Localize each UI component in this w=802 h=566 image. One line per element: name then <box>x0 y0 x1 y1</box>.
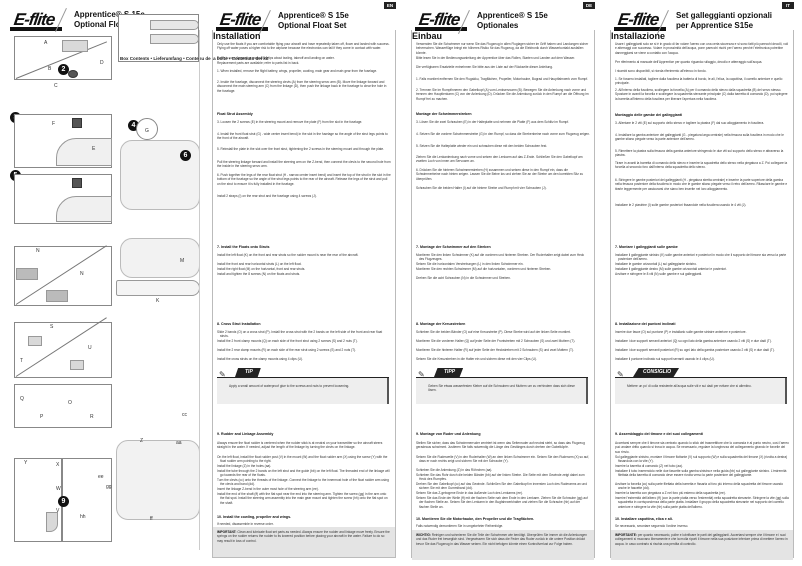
step-2-badge: 2 <box>58 64 69 75</box>
step-9-badge: 9 <box>58 496 69 507</box>
servo-icon <box>62 40 88 52</box>
subsection-title: 8. Montage der Kreuzstreben <box>416 322 466 326</box>
important-note: WICHTIG: Reinigen und schmieren Sie die … <box>412 530 594 560</box>
rudder-icon <box>46 512 58 532</box>
cross-strut-frame <box>14 384 112 428</box>
eflite-logo: E-flite <box>614 10 668 32</box>
subsection-title: 9. Montage von Ruder und Anlenkung <box>416 432 481 436</box>
box-contents-caption: Box Contents • Lieferumfang • Contenu de… <box>120 56 269 61</box>
rudder-linkage-drawing <box>116 440 200 520</box>
illustration-panel: E-flite Apprentice® S 15e Optional Float… <box>0 0 268 566</box>
tip-icon: ✎ <box>219 370 226 379</box>
important-note: IMPORTANT: Clean and lubricate float set… <box>213 527 395 557</box>
subsection-title: 8. Installazione dei puntoni inclinati <box>615 322 676 326</box>
float-icon <box>150 34 199 44</box>
subsection-title: 9. Assemblaggio del timone e dei suoi co… <box>615 432 703 436</box>
important-note: IMPORTANTE: per quanto necessario, pulir… <box>611 530 793 560</box>
subsection-title: Montage der Schwimmerstreben <box>416 112 472 116</box>
step-9-steering-frame <box>62 458 112 542</box>
lang-tab-en: EN <box>384 2 396 9</box>
subsection-title: 7. Montage der Schwimmer auf den Streben <box>416 245 491 249</box>
subsection-title: Montaggio delle gambe dei galleggianti <box>615 113 683 117</box>
fuselage-icon <box>56 196 112 222</box>
subsection-title: Float Strut Assembly <box>217 112 253 116</box>
lang-tab-it: IT <box>782 2 794 9</box>
subsection-title: 7. Install the Floats onto Struts <box>217 245 270 249</box>
steering-arm-icon <box>68 70 78 78</box>
subsection-title: 8. Cross Strut Installation <box>217 322 261 326</box>
subsection-title: 10. Installare capottina, elica e ali. <box>615 517 673 521</box>
section-title: Installation <box>213 31 261 41</box>
subsection-title: 10. Montieren Sie die Motorhaube, den Pr… <box>416 517 535 521</box>
section-title: Installazione <box>611 31 666 41</box>
tip-box: ✎ TIP Apply a small amount of waterproof… <box>217 368 389 408</box>
subsection-title: 9. Rudder and Linkage Assembly <box>217 432 274 436</box>
tip-icon: ✎ <box>418 370 425 379</box>
strut-detail-circle <box>136 118 158 140</box>
step-4-badge: 4 <box>128 120 139 131</box>
illustration-title: Apprentice® S 15e Optional Float Set <box>74 10 145 29</box>
tip-icon: ✎ <box>617 370 624 379</box>
eflite-logo: E-flite <box>216 10 270 32</box>
float-assembly-drawing <box>120 238 200 278</box>
eflite-logo: E-flite <box>10 10 64 32</box>
plate-icon <box>72 178 82 188</box>
float-icon <box>150 20 199 30</box>
tip-box: ✎ CONSIGLIO Mettere un po' di colla resi… <box>615 368 787 408</box>
subsection-title: 10. Install the cowling, propeller and w… <box>217 515 292 519</box>
tip-box: ✎ TIPP Geben Sie etwas wasserfesten Kleb… <box>416 368 588 408</box>
eflite-logo: E-flite <box>415 10 469 32</box>
section-title: Einbau <box>412 31 443 41</box>
subsection-title: 7. Montare i galleggianti sulle gambe <box>615 245 678 249</box>
plate-icon <box>72 118 82 128</box>
step-8-frame <box>14 322 112 378</box>
illustration-header: E-flite Apprentice® S 15e Optional Float… <box>8 8 198 32</box>
step-6-badge: 6 <box>180 150 191 161</box>
fuselage-icon <box>56 138 112 166</box>
lang-tab-de: DE <box>583 2 595 9</box>
left-float <box>116 280 200 296</box>
